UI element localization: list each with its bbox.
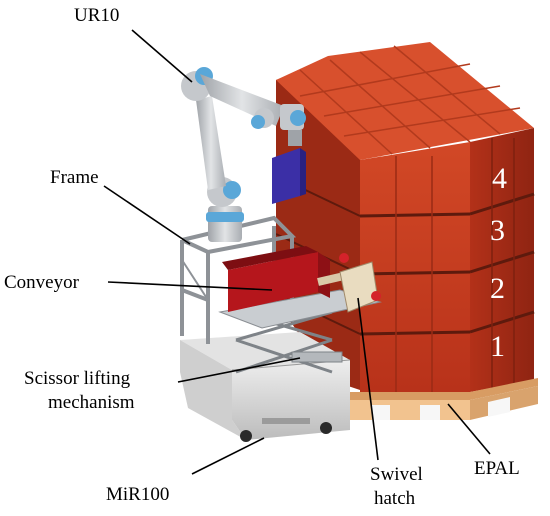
frame-cross-1 (181, 288, 209, 302)
label-scissor-line2: mechanism (48, 392, 135, 413)
stack-front-face (360, 142, 470, 392)
frame-top-rail (181, 215, 297, 255)
ur10-shoulder-cap (223, 181, 241, 199)
top-seam-a-3 (359, 51, 471, 143)
label-swivel-line2: hatch (374, 488, 416, 509)
layer-number-2: 2 (490, 272, 505, 305)
crate-side (318, 252, 330, 298)
label-conveyor: Conveyor (4, 272, 80, 293)
top-seam-b-1 (299, 63, 471, 97)
conveyor-assembly (218, 246, 382, 329)
ur10-tool-flange (288, 130, 302, 146)
vacuum-gripper-edge (300, 148, 306, 196)
pallet-gap-3 (488, 397, 510, 417)
box-grid-lines (275, 45, 535, 392)
mir-front (232, 360, 350, 440)
front-layer-seam-2 (359, 270, 471, 276)
leader-lines (103, 29, 491, 475)
top-seam-b-3 (343, 107, 521, 137)
pallet-gap-2 (420, 405, 440, 420)
label-epal: EPAL (474, 458, 520, 479)
leader-epal (447, 403, 491, 455)
labels: UR10 Frame Conveyor Scissor lifting mech… (4, 5, 520, 509)
ur10-base (208, 206, 242, 242)
ur10-wrist-cap-2 (290, 110, 306, 126)
ur10-robot-arm (181, 67, 306, 242)
right-layer-seam-1 (469, 192, 535, 216)
conveyor-tray (218, 289, 382, 329)
layer-numbers: 1 2 3 4 (490, 162, 507, 363)
layer-number-3: 3 (490, 214, 505, 247)
label-swivel-line1: Swivel (370, 464, 423, 485)
leader-swivel (357, 297, 379, 461)
front-layer-seam-3 (359, 330, 471, 336)
hatch-actuator-1 (339, 253, 349, 263)
mir-wheel-right (320, 422, 332, 434)
leader-ur10 (131, 29, 193, 83)
ur10-lower-arm (196, 96, 226, 190)
leader-frame (103, 185, 191, 245)
right-layer-seam-3 (469, 310, 535, 334)
label-frame: Frame (50, 167, 99, 188)
front-layer-seam-1 (359, 212, 471, 218)
scissor-bar-4 (235, 310, 333, 342)
label-mir100: MiR100 (106, 484, 169, 505)
hatch-actuator-2 (371, 291, 381, 301)
leader-conveyor (107, 281, 273, 291)
mir-front-slot (262, 418, 310, 424)
right-layer-seam-2 (469, 250, 535, 274)
label-ur10: UR10 (74, 5, 119, 26)
pallet-gap-1 (372, 405, 390, 420)
label-scissor-line1: Scissor lifting (24, 368, 131, 389)
scissor-plate (291, 351, 343, 363)
leader-scissor (177, 357, 301, 383)
ur10-base-ring (206, 212, 244, 222)
vacuum-gripper (272, 148, 300, 204)
top-seam-a-4 (393, 45, 501, 135)
crate-back (222, 246, 318, 270)
layer-number-1: 1 (490, 330, 505, 363)
layer-number-4: 4 (492, 162, 507, 195)
top-seam-a-2 (329, 59, 431, 149)
frame-cross-2 (181, 259, 209, 301)
leader-mir100 (191, 437, 265, 475)
mir-wheel-left (240, 430, 252, 442)
ur10-wrist-cap-1 (251, 115, 265, 129)
epal-pallet (350, 378, 538, 420)
top-seam-b-2 (323, 85, 501, 117)
mir-side (180, 340, 246, 440)
stack-top-face (276, 42, 534, 160)
crate-front (228, 252, 318, 312)
pallet-top (350, 378, 538, 400)
